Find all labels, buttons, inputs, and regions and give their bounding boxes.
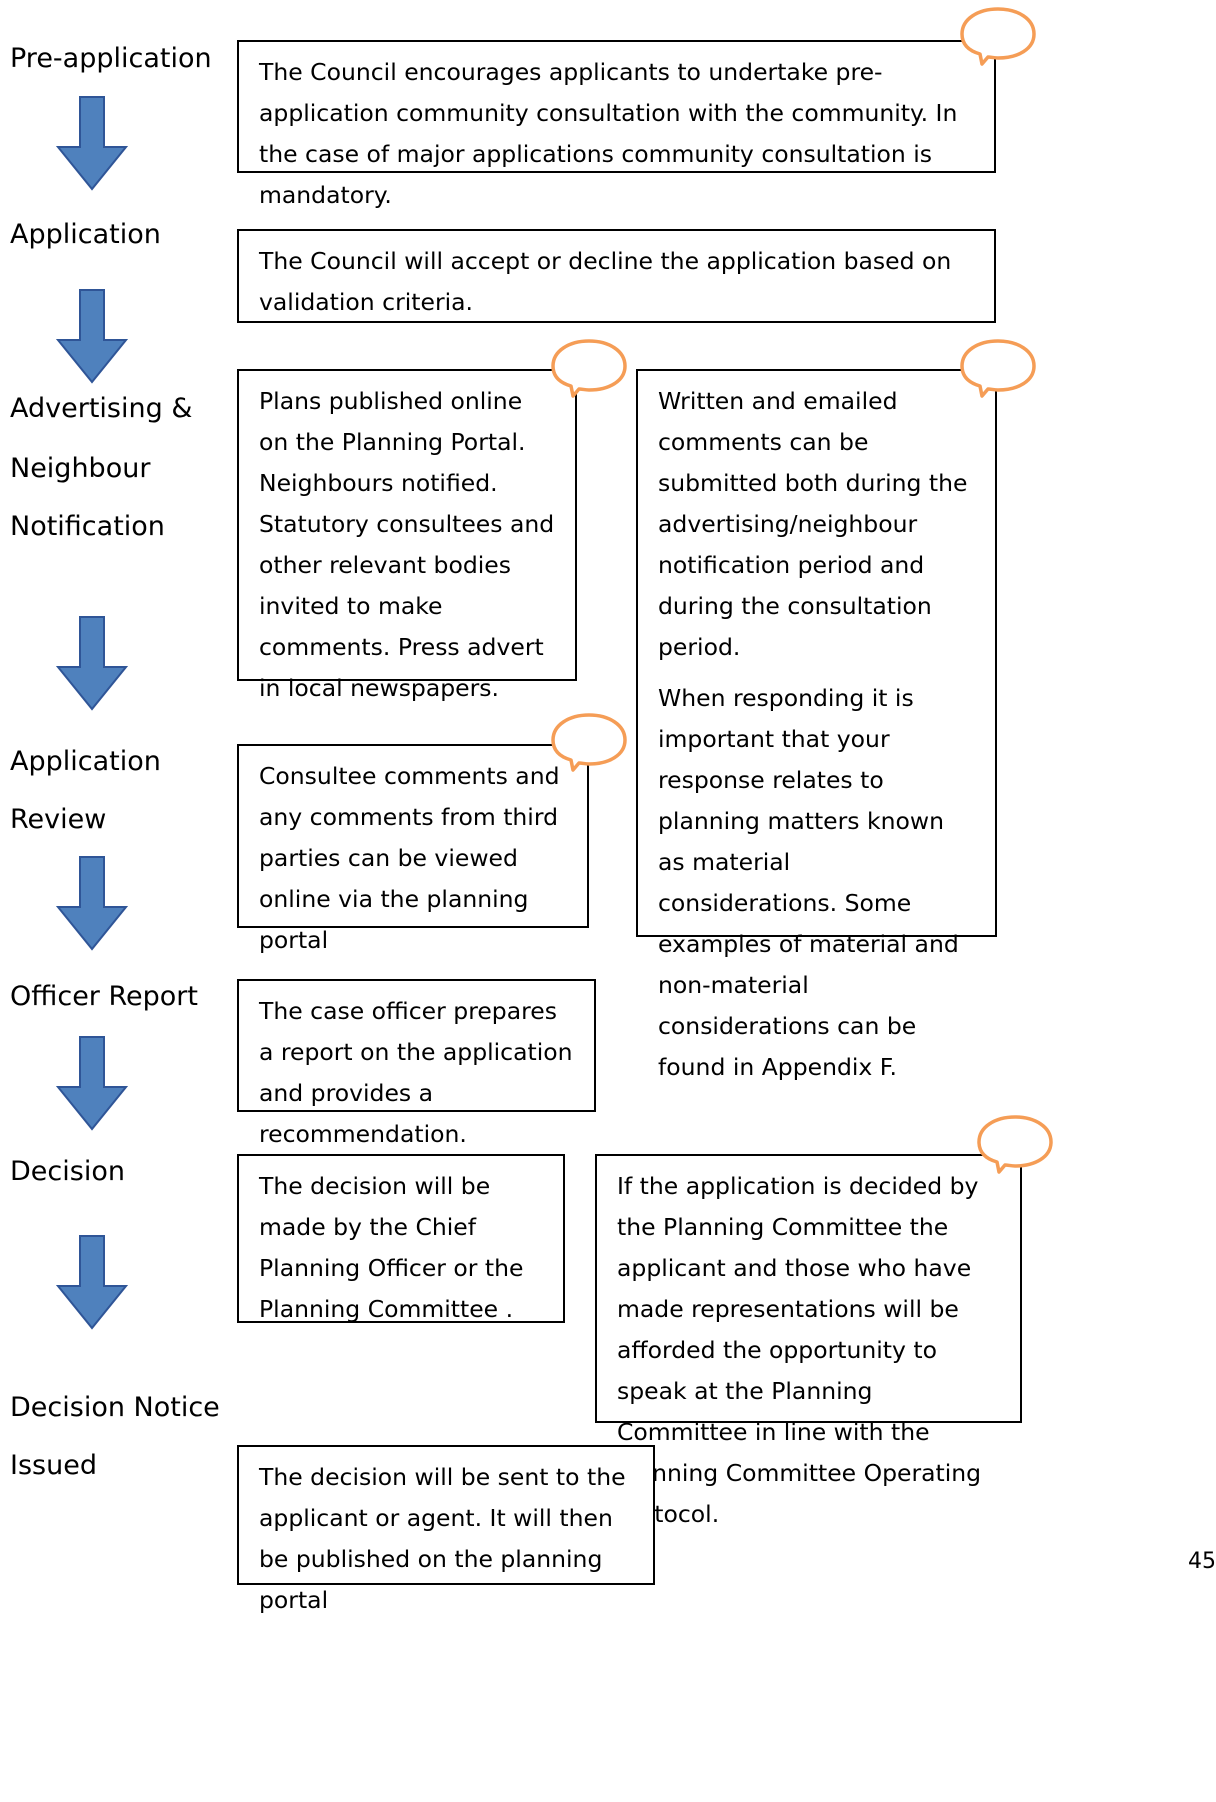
stage-advertising-line2: Neighbour bbox=[10, 453, 151, 484]
stage-review-line1: Application bbox=[10, 746, 161, 777]
box-pre-application-text: The Council encourages applicants to und… bbox=[259, 58, 958, 209]
box-committee: If the application is decided by the Pla… bbox=[595, 1154, 1022, 1528]
box-advertising: Plans published online on the Planning P… bbox=[237, 369, 577, 702]
stage-decision: Decision bbox=[10, 1156, 125, 1187]
down-arrow-icon bbox=[55, 1036, 129, 1131]
box-committee-text: If the application is decided by the Pla… bbox=[617, 1172, 982, 1528]
box-comments-text-1: Written and emailed comments can be subm… bbox=[658, 387, 968, 661]
stage-officer-report: Officer Report bbox=[10, 981, 198, 1012]
speech-bubble-icon bbox=[977, 1115, 1053, 1174]
stage-review-line2: Review bbox=[10, 804, 107, 835]
speech-bubble-icon bbox=[551, 713, 627, 772]
box-application: The Council will accept or decline the a… bbox=[237, 229, 996, 323]
box-review: Consultee comments and any comments from… bbox=[237, 744, 589, 954]
box-officer-report: The case officer prepares a report on th… bbox=[237, 979, 596, 1148]
box-decision: The decision will be made by the Chief P… bbox=[237, 1154, 565, 1323]
down-arrow-icon bbox=[55, 289, 129, 384]
stage-application: Application bbox=[10, 219, 161, 250]
down-arrow-icon bbox=[55, 1235, 129, 1330]
box-advertising-text: Plans published online on the Planning P… bbox=[259, 387, 555, 702]
page-number: 45 bbox=[1188, 1549, 1216, 1574]
box-application-text: The Council will accept or decline the a… bbox=[259, 247, 952, 316]
stage-notice-line1: Decision Notice bbox=[10, 1392, 220, 1423]
down-arrow-icon bbox=[55, 616, 129, 711]
box-comments-text-2: When responding it is important that you… bbox=[658, 684, 959, 1081]
stage-pre-application: Pre-application bbox=[10, 43, 212, 74]
box-notice: The decision will be sent to the applica… bbox=[237, 1445, 655, 1614]
down-arrow-icon bbox=[55, 96, 129, 191]
box-comments: Written and emailed comments can be subm… bbox=[636, 369, 997, 1081]
box-pre-application: The Council encourages applicants to und… bbox=[237, 40, 996, 209]
speech-bubble-icon bbox=[960, 7, 1036, 66]
box-review-text: Consultee comments and any comments from… bbox=[259, 762, 560, 954]
down-arrow-icon bbox=[55, 856, 129, 951]
box-notice-text: The decision will be sent to the applica… bbox=[259, 1463, 626, 1614]
box-officer-report-text: The case officer prepares a report on th… bbox=[259, 997, 573, 1148]
speech-bubble-icon bbox=[960, 339, 1036, 398]
box-decision-text: The decision will be made by the Chief P… bbox=[259, 1172, 524, 1323]
stage-notice-line2: Issued bbox=[10, 1450, 97, 1481]
stage-advertising-line3: Notification bbox=[10, 511, 165, 542]
speech-bubble-icon bbox=[551, 339, 627, 398]
stage-advertising-line1: Advertising & bbox=[10, 393, 193, 424]
